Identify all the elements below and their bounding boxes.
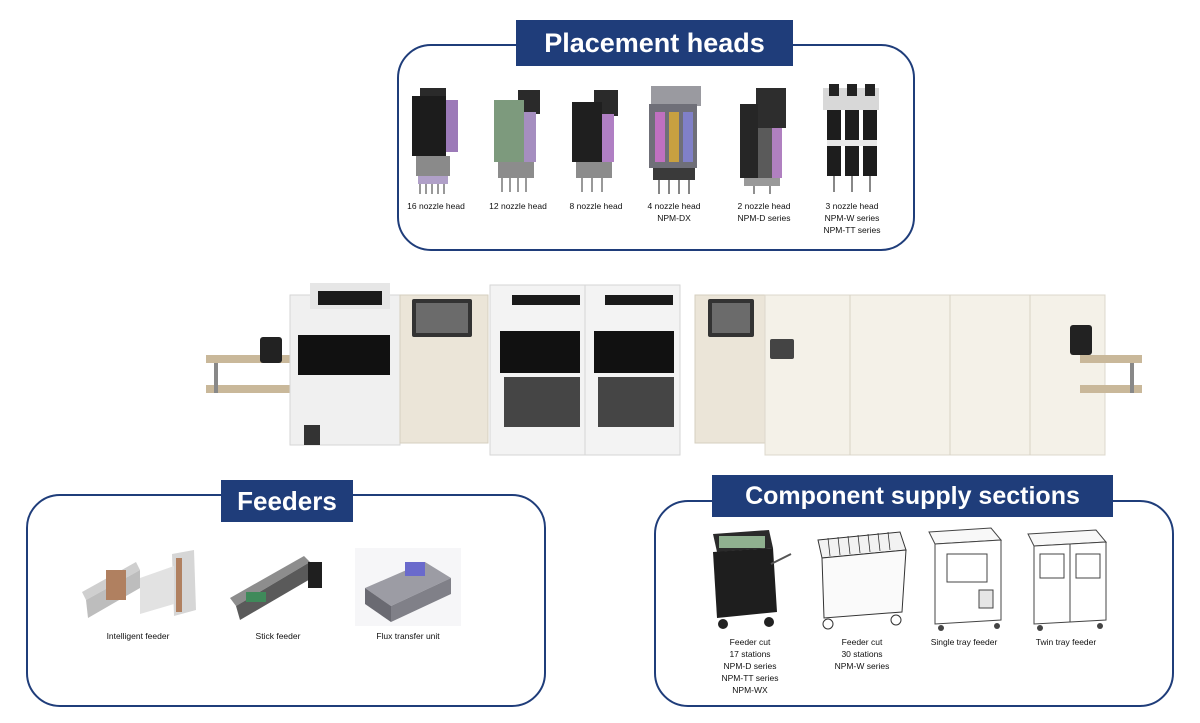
head-8-nozzle: 8 nozzle head xyxy=(558,84,634,212)
flux-transfer-unit: Flux transfer unit xyxy=(352,548,464,642)
head-2-nozzle: 2 nozzle head NPM-D series xyxy=(726,84,802,224)
head-4-nozzle: 4 nozzle head NPM-DX xyxy=(635,82,713,224)
supply-caption-line: Feeder cut xyxy=(841,637,883,647)
feeder-cart-30-stations: Feeder cut 30 stations NPM-W series xyxy=(808,524,916,672)
feeder-caption-line: Flux transfer unit xyxy=(376,631,440,641)
feeder-caption-line: Stick feeder xyxy=(255,631,301,641)
feeder-caption-line: Intelligent feeder xyxy=(106,631,170,641)
head-caption-line: 16 nozzle head xyxy=(407,201,465,211)
2-nozzle-head-icon xyxy=(740,88,786,194)
single-tray-feeder-icon xyxy=(928,527,1003,631)
intelligent-feeder-icon xyxy=(82,550,196,618)
head-3-nozzle: 3 nozzle head NPM-W series NPM-TT series xyxy=(809,82,895,236)
head-caption-line: 8 nozzle head xyxy=(569,201,623,211)
feeders-title: Feeders xyxy=(221,480,353,522)
supply-caption-line: 17 stations xyxy=(729,649,771,659)
supply-caption-line: Single tray feeder xyxy=(930,637,998,647)
intelligent-feeder: Intelligent feeder xyxy=(72,548,204,642)
stick-feeder-icon xyxy=(230,556,322,620)
stick-feeder: Stick feeder xyxy=(224,548,332,642)
head-caption-line: NPM-D series xyxy=(737,213,791,223)
head-12-nozzle: 12 nozzle head xyxy=(480,84,556,212)
4-nozzle-head-icon xyxy=(649,86,701,194)
head-caption-line: 12 nozzle head xyxy=(489,201,547,211)
16-nozzle-head-icon xyxy=(412,88,458,194)
head-caption-line: NPM-W series xyxy=(824,213,880,223)
production-line-illustration xyxy=(206,283,1142,456)
supply-caption-line: NPM-D series xyxy=(723,661,777,671)
placement-heads-title: Placement heads xyxy=(516,20,793,66)
head-caption-line: NPM-TT series xyxy=(823,225,881,235)
head-caption-line: 2 nozzle head xyxy=(737,201,791,211)
feeder-cart-17-icon xyxy=(713,530,792,629)
8-nozzle-head-icon xyxy=(572,90,618,192)
head-caption-line: 4 nozzle head xyxy=(647,201,701,211)
twin-tray-feeder-icon xyxy=(1027,529,1108,631)
component-supply-title: Component supply sections xyxy=(712,475,1113,517)
head-16-nozzle: 16 nozzle head xyxy=(398,84,474,212)
head-caption-line: NPM-DX xyxy=(657,213,691,223)
feeder-cart-17-stations: Feeder cut 17 stations NPM-D series NPM-… xyxy=(704,524,796,696)
supply-caption-line: NPM-TT series xyxy=(721,673,779,683)
supply-caption-line: NPM-W series xyxy=(834,661,890,671)
3-nozzle-head-icon xyxy=(823,84,879,192)
twin-tray-feeder: Twin tray feeder xyxy=(1016,524,1116,648)
supply-caption-line: 30 stations xyxy=(841,649,883,659)
supply-caption-line: NPM-WX xyxy=(732,685,768,695)
supply-caption-line: Twin tray feeder xyxy=(1035,637,1097,647)
head-caption-line: 3 nozzle head xyxy=(825,201,879,211)
12-nozzle-head-icon xyxy=(494,90,540,192)
flux-transfer-unit-icon xyxy=(355,548,461,626)
feeder-cart-30-icon xyxy=(817,531,907,630)
supply-caption-line: Feeder cut xyxy=(729,637,771,647)
single-tray-feeder: Single tray feeder xyxy=(916,524,1012,648)
